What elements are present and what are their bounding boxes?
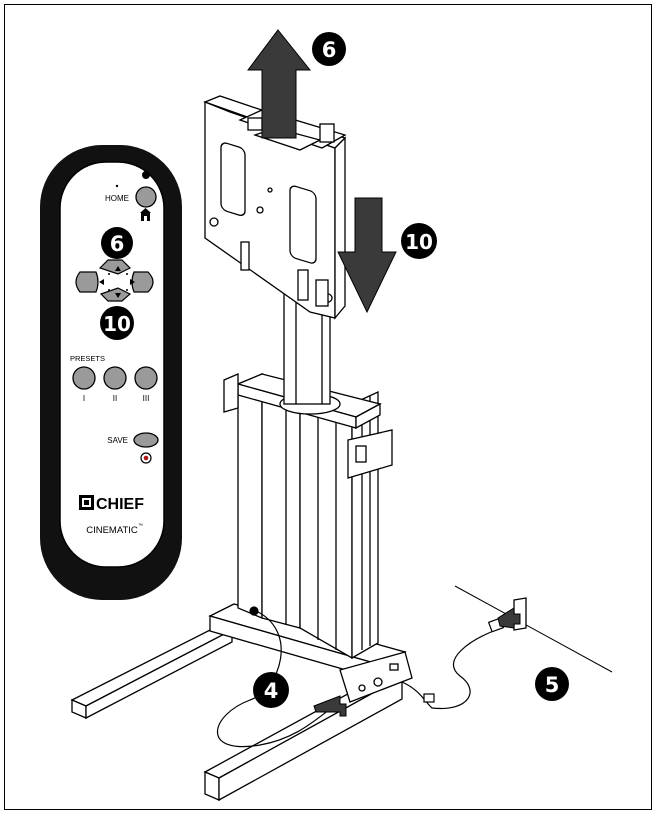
left-button — [75, 271, 99, 293]
preset-buttons: I II III — [72, 366, 158, 403]
home-button — [135, 186, 157, 208]
wall-line — [454, 585, 613, 673]
preset-3-button — [134, 366, 158, 390]
preset-3-label: III — [143, 394, 150, 403]
step-raise-label: 6 — [322, 38, 337, 62]
step-cable-badge — [253, 672, 289, 708]
remote-step-lower-label: 10 — [103, 312, 131, 336]
remote-face — [59, 161, 165, 568]
raise-arrow-icon — [247, 29, 312, 139]
preset-2-button — [103, 366, 127, 390]
remote-control: HOME 6 10 PRESETS — [40, 145, 182, 600]
down-arrow-icon — [115, 293, 121, 298]
preset-1-button — [72, 366, 96, 390]
chief-logo-icon — [79, 495, 94, 510]
step-lower-badge — [401, 223, 437, 259]
remote-step-raise-badge — [101, 227, 133, 259]
save-button — [133, 432, 159, 448]
step-lower-label: 10 — [405, 230, 433, 254]
presets-label: PRESETS — [70, 354, 105, 363]
save-label: SAVE — [107, 436, 128, 445]
step-raise-badge — [312, 32, 346, 66]
home-icon — [140, 208, 151, 221]
up-button — [98, 259, 132, 275]
left-arrow-icon — [99, 279, 104, 285]
remote-step-lower-badge — [100, 306, 134, 340]
right-button — [131, 271, 154, 293]
preset-2-label: II — [113, 394, 117, 403]
preset-1-label: I — [83, 394, 85, 403]
lower-arrow-icon — [337, 197, 397, 314]
power-cord — [401, 617, 505, 710]
remote-step-raise-label: 6 — [110, 232, 125, 256]
brand-name: CHIEF — [96, 496, 144, 513]
cable-plug-arrow-icon — [313, 695, 347, 717]
step-outlet-badge — [535, 667, 569, 701]
brand-trademark: ™ — [138, 523, 143, 529]
down-button — [99, 287, 132, 302]
step-outlet-label: 5 — [545, 673, 560, 697]
control-cable — [217, 606, 341, 748]
outlet-plug-arrow-icon — [497, 607, 521, 629]
home-label: HOME — [105, 194, 129, 203]
right-arrow-icon — [130, 279, 135, 285]
brand-subname: CINEMATIC — [86, 525, 138, 536]
up-arrow-icon — [115, 266, 121, 271]
step-cable-label: 4 — [264, 679, 279, 703]
direction-pad — [75, 259, 154, 302]
remote-led — [142, 171, 150, 179]
